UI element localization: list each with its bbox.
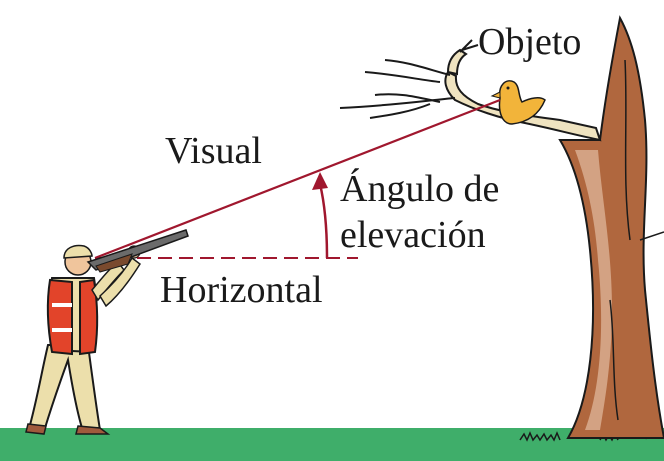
label-objeto: Objeto [478, 21, 581, 63]
label-angulo-de: Ángulo de [340, 168, 499, 210]
tree-bark-highlight [575, 150, 612, 430]
hunter [25, 229, 189, 435]
tree-trunk [558, 15, 664, 439]
label-elevacion: elevación [340, 214, 486, 256]
label-visual: Visual [165, 130, 262, 172]
duck-icon [490, 80, 546, 125]
arc-arrowhead [312, 172, 328, 190]
elevation-angle-arc [318, 183, 329, 259]
line-of-sight [94, 98, 501, 260]
tree-branch-upper [446, 48, 468, 76]
label-horizontal: Horizontal [160, 269, 323, 311]
ground [0, 428, 664, 461]
twigs [339, 39, 479, 119]
tree-cracks [609, 59, 664, 421]
